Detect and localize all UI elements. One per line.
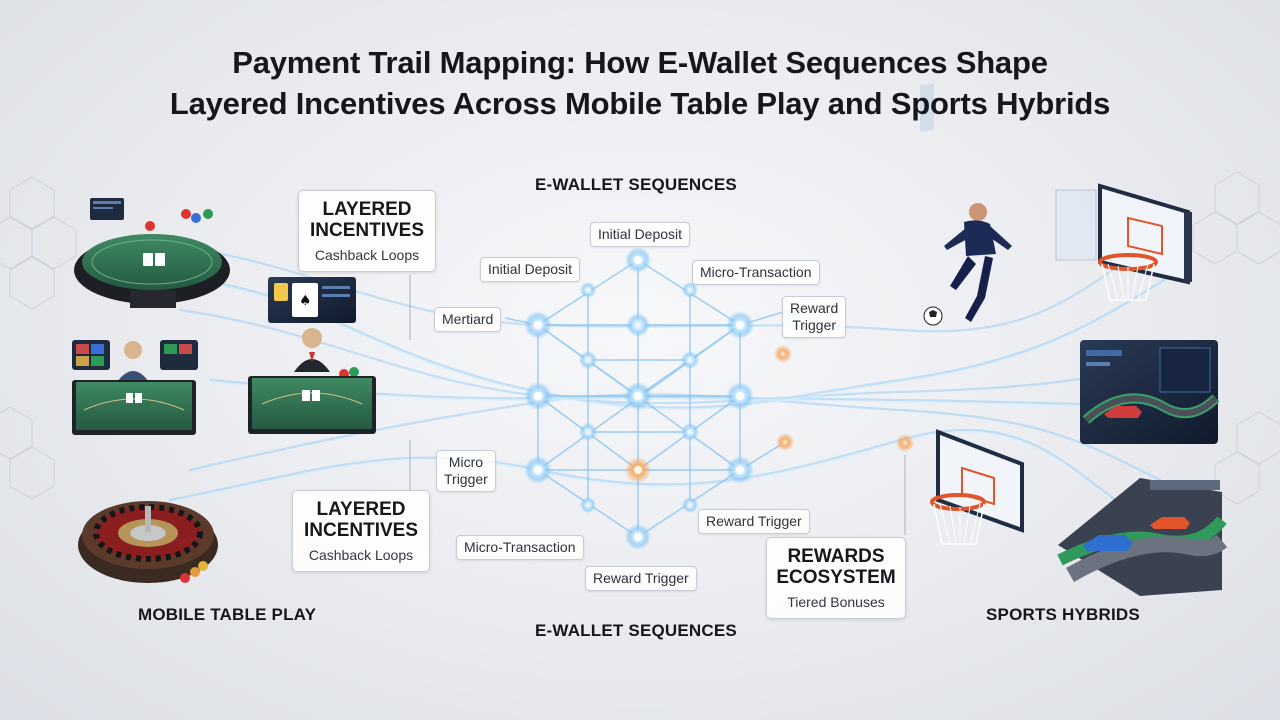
card-title-line-2: INCENTIVES [309, 220, 425, 241]
network-node-accent [774, 345, 792, 363]
network-nodes [524, 247, 914, 550]
rewards-ecosystem-card: REWARDS ECOSYSTEM Tiered Bonuses [766, 537, 906, 619]
racing-screen-icon [1080, 340, 1220, 444]
network-node-accent [776, 433, 794, 451]
label-line-1: Micro [448, 454, 484, 470]
network-node [579, 423, 597, 441]
card-title-line-2: ECOSYSTEM [776, 567, 896, 588]
heading-ewallet-top: E-WALLET SEQUENCES [535, 175, 737, 194]
node-label-micro-transaction-top: Micro-Transaction [692, 260, 820, 285]
layered-incentives-card-bottom: LAYERED INCENTIVES Cashback Loops [292, 490, 430, 572]
heading-sports-hybrids: SPORTS HYBRIDS [986, 605, 1140, 624]
blackjack-table-icon [72, 340, 198, 435]
node-label-micro-transaction-bottom: Micro-Transaction [456, 535, 584, 560]
card-title-line-2: INCENTIVES [303, 520, 419, 541]
race-track-icon [1057, 478, 1228, 596]
node-label-initial-deposit-left: Initial Deposit [480, 257, 581, 282]
node-label-micro-trigger: Micro Trigger [436, 450, 496, 492]
poker-table-icon [74, 198, 230, 308]
node-label-reward-trigger-mid: Reward Trigger [698, 509, 810, 534]
card-subtitle: Tiered Bonuses [787, 594, 885, 610]
node-label-reward-trigger-bottom: Reward Trigger [585, 566, 697, 591]
svg-text:♠: ♠ [299, 293, 312, 309]
network-node [626, 313, 650, 337]
title-line-2: Layered Incentives Across Mobile Table P… [169, 86, 1111, 121]
network-node [580, 282, 596, 298]
label-line-2: Trigger [444, 471, 488, 487]
hexagon-pattern-right [1192, 171, 1280, 505]
network-node [579, 351, 597, 369]
heading-mobile-table-play: MOBILE TABLE PLAY [138, 605, 317, 624]
network-node [580, 497, 596, 513]
card-subtitle: Cashback Loops [308, 547, 414, 563]
basketball-hoop-icon [1055, 183, 1192, 301]
card-subtitle: Cashback Loops [314, 247, 420, 263]
page-title: Payment Trail Mapping: How E-Wallet Sequ… [0, 42, 1280, 124]
network-node [681, 423, 699, 441]
layered-incentives-card-top: LAYERED INCENTIVES Cashback Loops [298, 190, 436, 272]
card-title-line-1: LAYERED [316, 499, 406, 520]
network-node [681, 351, 699, 369]
basketball-hoop-icon [930, 429, 1024, 545]
soccer-player-icon [920, 83, 1012, 326]
label-line-2: Trigger [792, 317, 837, 333]
heading-ewallet-bottom: E-WALLET SEQUENCES [535, 621, 737, 640]
node-label-merchant: Mertiard [434, 307, 502, 332]
card-title-line-1: REWARDS [787, 546, 885, 567]
network-node [682, 282, 698, 298]
dealer-table-icon: ♠ [248, 277, 376, 434]
hexagon-pattern-left [0, 176, 77, 500]
title-line-1: Payment Trail Mapping: How E-Wallet Sequ… [232, 45, 1048, 80]
label-line-1: Reward [790, 300, 839, 316]
roulette-wheel-icon [78, 501, 218, 583]
node-label-reward-trigger-right: Reward Trigger [782, 296, 847, 338]
card-connectors [409, 275, 906, 535]
network-node-accent [896, 434, 914, 452]
network-node [682, 497, 698, 513]
card-title-line-1: LAYERED [322, 199, 412, 220]
node-label-initial-deposit-top: Initial Deposit [590, 222, 691, 247]
